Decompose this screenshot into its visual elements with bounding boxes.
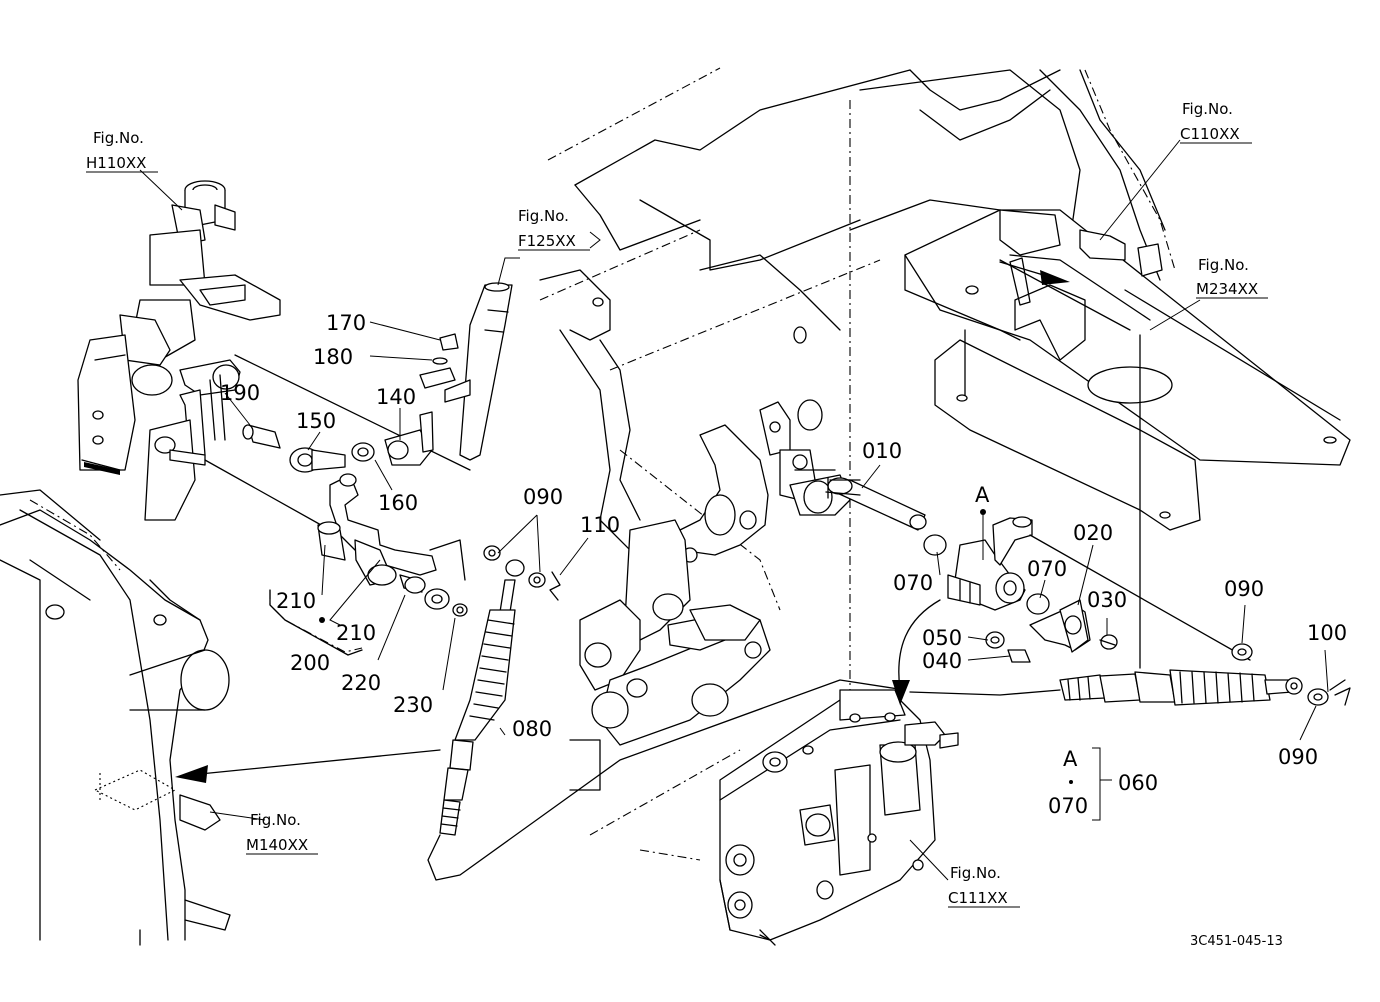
shaft-010 bbox=[825, 477, 927, 531]
bracket-lower bbox=[569, 519, 771, 861]
cable-080 bbox=[427, 545, 906, 881]
chassis-left bbox=[0, 489, 231, 946]
arrow-to-valve bbox=[892, 680, 910, 705]
figref-m140-code: M140XX bbox=[246, 836, 308, 854]
cable-right bbox=[909, 643, 1351, 706]
figref-c110-code: C110XX bbox=[1180, 125, 1240, 143]
figref-m140[interactable]: Fig.No. M140XX bbox=[246, 811, 318, 855]
label-140: 140 bbox=[376, 385, 416, 409]
label-230: 230 bbox=[393, 693, 433, 717]
label-210-a: 210 bbox=[276, 589, 316, 613]
figref-c111[interactable]: Fig.No. C111XX bbox=[948, 864, 1020, 908]
label-050: 050 bbox=[922, 626, 962, 650]
label-150: 150 bbox=[296, 409, 336, 433]
mounting-plate bbox=[904, 209, 1351, 531]
figref-f125-prefix: Fig.No. bbox=[518, 207, 569, 225]
label-170: 170 bbox=[326, 311, 366, 335]
frame-outline bbox=[539, 67, 1176, 690]
label-110: 110 bbox=[580, 513, 620, 537]
figref-c111-code: C111XX bbox=[948, 889, 1008, 907]
label-210-b: 210 bbox=[336, 621, 376, 645]
label-030: 030 bbox=[1087, 588, 1127, 612]
figref-f125[interactable]: Fig.No. F125XX bbox=[518, 207, 601, 251]
label-190: 190 bbox=[220, 381, 260, 405]
figref-h110-prefix: Fig.No. bbox=[93, 129, 144, 147]
label-090-a: 090 bbox=[523, 485, 563, 509]
label-040: 040 bbox=[922, 649, 962, 673]
label-010: 010 bbox=[862, 439, 902, 463]
leader-lines bbox=[139, 139, 1329, 881]
label-A-2: A bbox=[1063, 747, 1078, 771]
figref-m140-prefix: Fig.No. bbox=[250, 811, 301, 829]
drawing-code: 3C451-045-13 bbox=[1190, 934, 1283, 949]
small-parts-upper bbox=[242, 282, 513, 473]
figref-f125-code: F125XX bbox=[518, 232, 576, 250]
arm-assembly bbox=[923, 516, 1251, 663]
figref-c110-prefix: Fig.No. bbox=[1182, 100, 1233, 118]
pointer-arrows bbox=[175, 261, 1070, 783]
label-180: 180 bbox=[313, 345, 353, 369]
dot-A-legend bbox=[1069, 780, 1073, 784]
label-090-b: 090 bbox=[1224, 577, 1264, 601]
label-080: 080 bbox=[512, 717, 552, 741]
arrow-to-plate bbox=[1040, 270, 1070, 285]
figref-m234[interactable]: Fig.No. M234XX bbox=[1196, 256, 1268, 299]
lever-assembly bbox=[77, 180, 281, 521]
label-220: 220 bbox=[341, 671, 381, 695]
figref-m234-code: M234XX bbox=[1196, 280, 1258, 298]
label-100: 100 bbox=[1307, 621, 1347, 645]
figref-h110[interactable]: Fig.No. H110XX bbox=[86, 129, 158, 173]
part-labels: 170 180 190 150 140 160 210 210 200 220 … bbox=[220, 311, 1347, 818]
figref-c111-prefix: Fig.No. bbox=[950, 864, 1001, 882]
label-200: 200 bbox=[290, 651, 330, 675]
bracket-center bbox=[592, 297, 851, 563]
label-090-c: 090 bbox=[1278, 745, 1318, 769]
label-070-c: 070 bbox=[1048, 794, 1088, 818]
label-A-1: A bbox=[975, 483, 990, 507]
figref-m234-prefix: Fig.No. bbox=[1198, 256, 1249, 274]
label-070-b: 070 bbox=[1027, 557, 1067, 581]
label-070-a: 070 bbox=[893, 571, 933, 595]
figref-c110[interactable]: Fig.No. C110XX bbox=[1180, 100, 1252, 144]
label-020: 020 bbox=[1073, 521, 1113, 545]
dot-210 bbox=[319, 617, 325, 623]
dot-A bbox=[980, 509, 986, 515]
valve-block bbox=[719, 689, 959, 946]
arrow-to-m140 bbox=[175, 765, 208, 783]
reference-dots bbox=[319, 509, 1073, 784]
reference-lines bbox=[999, 259, 1141, 669]
label-060: 060 bbox=[1118, 771, 1158, 795]
label-160: 160 bbox=[378, 491, 418, 515]
figref-h110-code: H110XX bbox=[86, 154, 146, 172]
figure-references: Fig.No. H110XX Fig.No. F125XX Fig.No. C1… bbox=[86, 100, 1268, 908]
